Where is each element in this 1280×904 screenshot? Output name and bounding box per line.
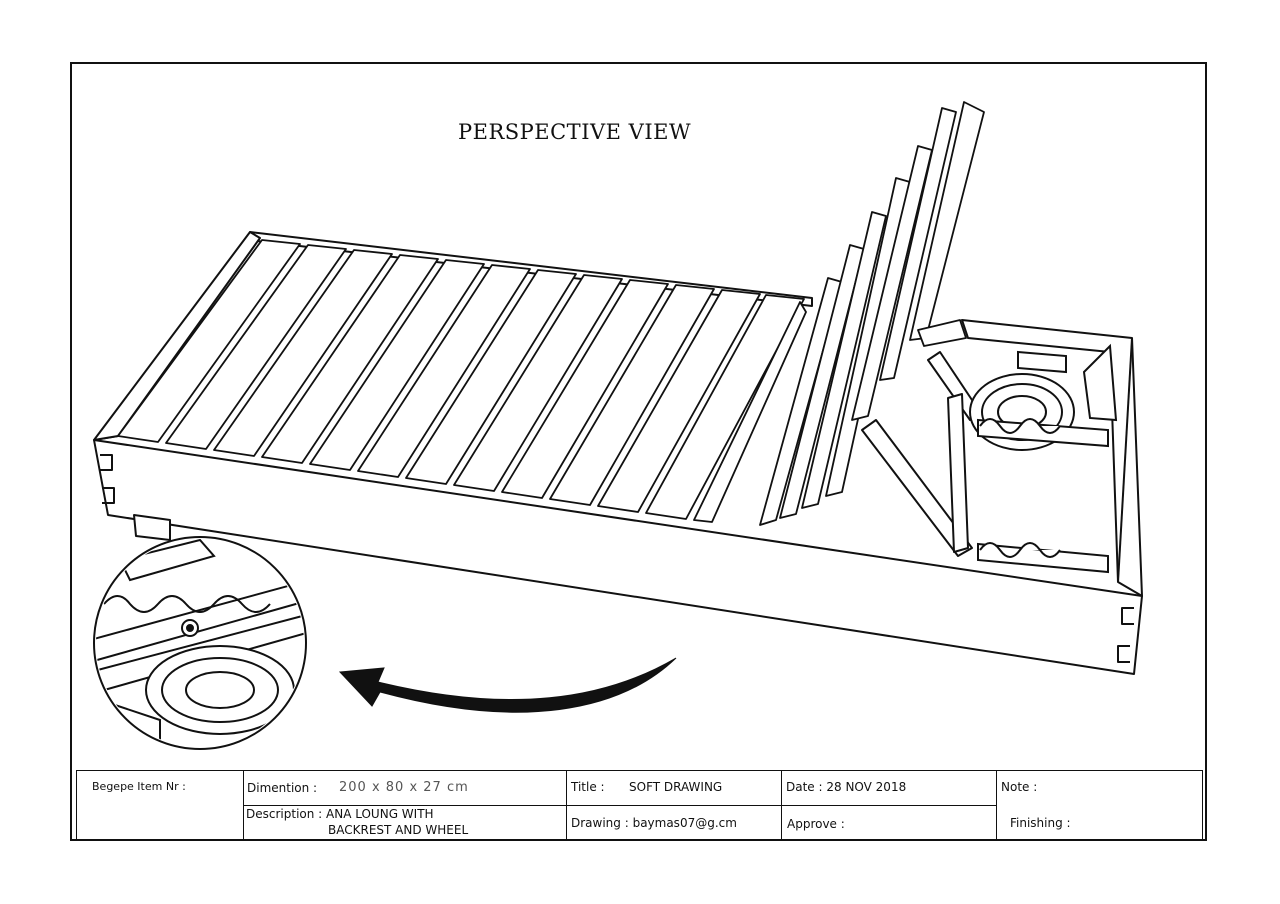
title-label: Title : — [571, 780, 605, 794]
finishing-label: Finishing : — [1010, 816, 1071, 830]
view-title: PERSPECTIVE VIEW — [458, 120, 692, 144]
frame-front-rail — [93, 439, 1143, 675]
wheel-mechanism — [969, 343, 1118, 574]
frame-leg — [133, 514, 171, 541]
frame-left-end — [93, 231, 261, 441]
description-label: Description : ANA LOUNG WITH — [246, 807, 434, 821]
item-nr-label: Begepe Item Nr : — [92, 780, 186, 793]
title-value: SOFT DRAWING — [629, 780, 723, 794]
detail-circle — [93, 536, 307, 750]
detail-arrow — [338, 657, 677, 713]
title-block: Begepe Item Nr : Dimention : 200 x 80 x … — [76, 770, 1203, 840]
drawing-label: Drawing : baymas07@g.cm — [571, 816, 737, 830]
drawing-sheet-border — [70, 62, 1207, 841]
seat-slats — [117, 239, 807, 523]
backrest-support — [861, 351, 981, 557]
dimention-label: Dimention : — [247, 781, 318, 795]
date-label: Date : 28 NOV 2018 — [786, 780, 907, 794]
backrest-slats — [759, 101, 985, 526]
approve-label: Approve : — [787, 817, 845, 831]
dimention-value: 200 x 80 x 27 cm — [339, 780, 469, 795]
description-line2: BACKREST AND WHEEL — [328, 823, 469, 837]
note-label: Note : — [1001, 780, 1038, 794]
